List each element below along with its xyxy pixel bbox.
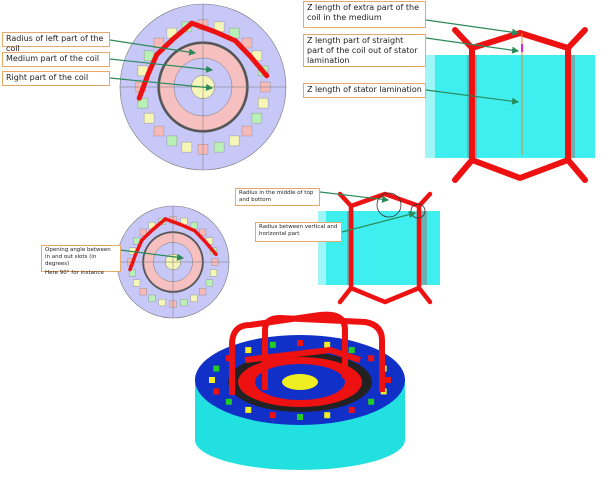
coil [189, 20, 270, 79]
slot-3d [213, 365, 220, 372]
stator-slot [139, 288, 147, 296]
stator-slot [148, 294, 156, 302]
slot-3d [269, 412, 276, 419]
stator-slot [205, 279, 213, 287]
stator-slot [137, 97, 149, 109]
side-view-2 [318, 191, 440, 305]
stator-slot [190, 294, 198, 302]
slot-3d [368, 398, 375, 405]
coil [163, 217, 218, 257]
slot-3d [324, 341, 331, 348]
stator-slot [210, 269, 218, 277]
stator-slot [199, 228, 207, 236]
side-view-1 [425, 27, 595, 183]
slot-3d [297, 340, 303, 346]
label-z-straight: Z length part of straight part of the co… [303, 34, 426, 67]
slot-3d [245, 347, 252, 354]
slot-3d [225, 355, 232, 362]
stator-slot [213, 141, 225, 153]
slot-3d [209, 377, 215, 383]
annotation-arrows [109, 19, 520, 261]
label-radius-left: Radius of left part of the coil [2, 32, 110, 53]
slot-3d [324, 412, 331, 419]
slot-3d [385, 377, 391, 383]
label-radius-between: Radius between vertical and horizontal p… [255, 222, 342, 242]
stator-slot [228, 135, 240, 147]
label-opening-angle: Opening angle between in and out slots (… [41, 245, 121, 276]
stator-slot [133, 279, 141, 287]
stator-slot [139, 228, 147, 236]
slot-3d [269, 341, 276, 348]
label-radius-middle: Radius in the middle of top and bottom [235, 188, 320, 206]
label-right-part: Right part of the coil [2, 71, 110, 86]
stator-slot [153, 125, 165, 137]
stator-slot [241, 37, 253, 49]
stator-slot [128, 269, 136, 277]
stator-slot [199, 288, 207, 296]
coil [136, 20, 195, 101]
slot-3d [368, 355, 375, 362]
label-z-extra: Z length of extra part of the coil in th… [303, 1, 426, 28]
stator-slot [158, 299, 166, 307]
stator-slot [180, 299, 188, 307]
motor-3d-view [195, 311, 405, 470]
label-z-stator: Z length of stator lamination [303, 83, 426, 98]
label-opening-example: Here 90° for instance [45, 270, 104, 276]
stator-slot [166, 135, 178, 147]
slot-3d [245, 406, 252, 413]
stator-slot [143, 112, 155, 124]
motor-top-view-2 [116, 205, 230, 319]
slot-3d [213, 388, 220, 395]
slot-3d [225, 398, 232, 405]
stator-slot [257, 97, 269, 109]
stator-slot [251, 112, 263, 124]
coil [128, 217, 168, 272]
stator-slot [181, 141, 193, 153]
slot-3d [348, 406, 355, 413]
label-medium-part: Medium part of the coil [2, 52, 110, 67]
slot-3d [348, 347, 355, 354]
slot-3d [297, 414, 303, 420]
stator-slot [241, 125, 253, 137]
label-opening-angle-text: Opening angle between in and out slots (… [45, 247, 111, 267]
